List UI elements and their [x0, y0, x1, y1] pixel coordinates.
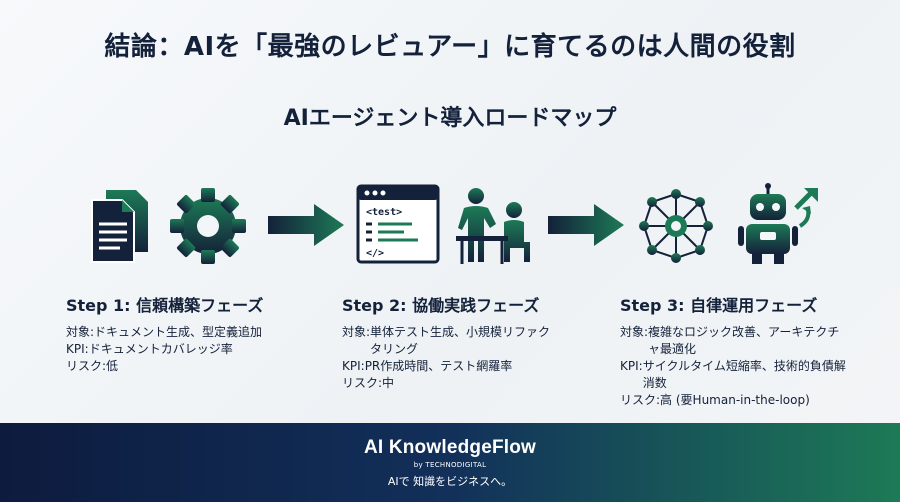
- target-label: 対象:: [342, 325, 371, 339]
- step-title: Step 3: 自律運用フェーズ: [620, 296, 818, 315]
- target-label: 対象:: [66, 325, 95, 339]
- step-kpi: KPI: PR作成時間、テスト網羅率: [342, 358, 558, 375]
- target-value: 複雑なロジック改善、アーキテクチャ最適化: [648, 325, 840, 356]
- kpi-value: サイクルタイム短縮率、技術的負債解消数: [642, 359, 846, 390]
- risk-label: リスク:: [342, 376, 383, 390]
- kpi-value: PR作成時間、テスト網羅率: [364, 359, 513, 373]
- pair-work-icon: [456, 188, 530, 264]
- brand-tagline: AIで 知識をビジネスへ。: [387, 475, 513, 488]
- robot-icon: [738, 183, 818, 264]
- step-target: 対象: 複雑なロジック改善、アーキテクチャ最適化: [620, 324, 846, 358]
- kpi-label: KPI:: [620, 359, 643, 373]
- gear-icon: [170, 188, 246, 264]
- code-tag-label: </>: [366, 248, 384, 259]
- footer-banner: AI KnowledgeFlow by TECHNODIGITAL AIで 知識…: [0, 423, 900, 502]
- step-risk: リスク: 中: [342, 375, 558, 392]
- kpi-label: KPI:: [66, 342, 89, 356]
- step-risk: リスク: 低: [66, 358, 326, 375]
- brand-byline: by TECHNODIGITAL: [413, 461, 487, 469]
- documents-icon: [91, 190, 148, 263]
- target-value: 単体テスト生成、小規模リファクタリング: [370, 325, 551, 356]
- step-3: Step 3: 自律運用フェーズ 対象: 複雑なロジック改善、アーキテクチャ最適…: [620, 292, 846, 409]
- page-title: 結論：AIを「最強のレビュアー」に育てるのは人間の役割: [104, 32, 796, 62]
- kpi-value: ドキュメントカバレッジ率: [88, 342, 233, 356]
- risk-value: 低: [106, 359, 119, 373]
- arrow-right-icon: [268, 204, 344, 246]
- step-kpi: KPI: ドキュメントカバレッジ率: [66, 341, 326, 358]
- step-title: Step 1: 信頼構築フェーズ: [66, 296, 264, 315]
- roadmap-subtitle: AIエージェント導入ロードマップ: [283, 106, 617, 131]
- step-title: Step 2: 協働実践フェーズ: [342, 296, 540, 315]
- code-window-icon: <test> </>: [356, 184, 440, 264]
- kpi-label: KPI:: [342, 359, 365, 373]
- step-2: Step 2: 協働実践フェーズ 対象: 単体テスト生成、小規模リファクタリング…: [342, 292, 558, 392]
- code-test-label: <test>: [366, 207, 402, 218]
- risk-value: 中: [382, 376, 395, 390]
- target-value: ドキュメント生成、型定義追加: [94, 325, 263, 339]
- step-target: 対象: ドキュメント生成、型定義追加: [66, 324, 326, 341]
- network-icon: [639, 189, 713, 263]
- target-label: 対象:: [620, 325, 649, 339]
- brand-logo-text: AI KnowledgeFlow: [363, 437, 537, 458]
- step-kpi: KPI: サイクルタイム短縮率、技術的負債解消数: [620, 358, 846, 392]
- step-1: Step 1: 信頼構築フェーズ 対象: ドキュメント生成、型定義追加 KPI:…: [66, 292, 326, 375]
- step-risk: リスク: 高 (要Human-in-the-loop): [620, 392, 846, 409]
- arrow-right-icon: [548, 204, 624, 246]
- risk-label: リスク:: [66, 359, 107, 373]
- step-target: 対象: 単体テスト生成、小規模リファクタリング: [342, 324, 558, 358]
- risk-value: 高 (要Human-in-the-loop): [660, 393, 810, 407]
- risk-label: リスク:: [620, 393, 661, 407]
